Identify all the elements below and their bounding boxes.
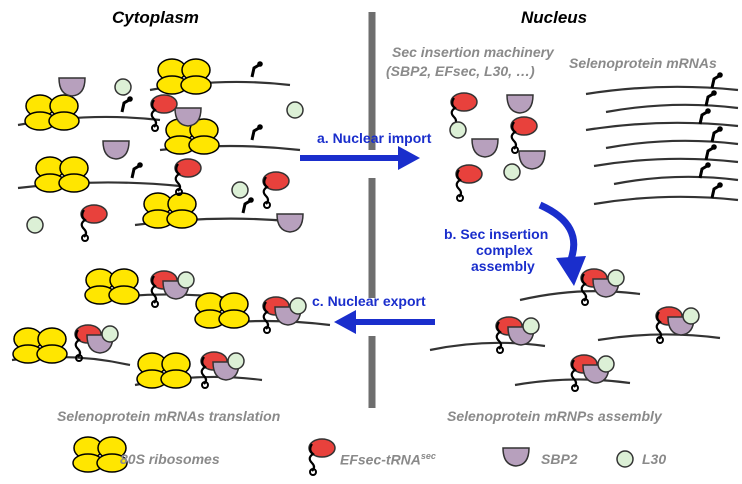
cytoplasm-header: Cytoplasm — [112, 8, 199, 27]
sbp2-protein — [506, 94, 534, 114]
l30-protein — [503, 163, 521, 181]
l30-protein — [231, 181, 249, 199]
sbp2-protein — [518, 150, 546, 170]
l30-protein — [114, 78, 132, 96]
secis-hairpin — [710, 126, 723, 143]
ribosome — [34, 156, 90, 193]
efsec-trna-complex — [570, 354, 598, 392]
nuclear-export-arrow — [334, 310, 435, 334]
mrna-strand — [597, 333, 721, 342]
secis-hairpin — [120, 96, 133, 113]
efsec-trna-complex — [455, 164, 483, 202]
translation-label: Selenoprotein mRNAs translation — [57, 408, 281, 424]
legend-ribosomes-label: 80S ribosomes — [120, 451, 220, 467]
mrna-strand — [585, 121, 739, 132]
legend-sbp2-icon — [502, 447, 530, 467]
mrna-strand — [429, 341, 546, 352]
efsec-trna-complex — [150, 94, 178, 132]
secis-hairpin — [698, 108, 711, 125]
legend-efsec-icon — [308, 438, 336, 476]
efsec-trna-complex — [450, 92, 478, 130]
nuclear-import-label: a. Nuclear import — [317, 130, 432, 146]
mrna-strand — [605, 139, 739, 150]
mrnp-assembly-label: Selenoprotein mRNPs assembly — [447, 408, 662, 424]
l30-protein — [682, 307, 700, 325]
l30-protein — [101, 325, 119, 343]
ribosome — [12, 327, 68, 364]
sbp2-protein — [174, 107, 202, 127]
legend-efsec-superscript: sec — [420, 451, 436, 461]
l30-protein — [289, 297, 307, 315]
l30-protein — [522, 317, 540, 335]
l30-protein — [26, 216, 44, 234]
secis-hairpin — [130, 162, 143, 179]
complex-step-label: complex — [476, 242, 533, 258]
mrna-strand — [593, 195, 739, 206]
sec-machinery-label: Sec insertion machinery — [392, 44, 554, 60]
mrna-strand — [605, 103, 739, 114]
secis-hairpin — [241, 197, 254, 214]
l30-protein — [597, 355, 615, 373]
mrna-strand — [519, 290, 641, 302]
secis-hairpin — [698, 162, 711, 179]
legend-efsec-label: EFsec-tRNAsec — [340, 451, 436, 468]
nuclear-export-label: c. Nuclear export — [312, 293, 426, 309]
nuclear-import-arrow — [300, 146, 420, 170]
mrna-strand — [613, 175, 739, 186]
secis-hairpin — [710, 182, 723, 199]
efsec-trna-complex — [80, 204, 108, 242]
legend-efsec-text: EFsec-tRNA — [340, 451, 421, 468]
secis-hairpin — [704, 144, 717, 161]
l30-protein — [177, 271, 195, 289]
mrna-strand — [514, 378, 631, 387]
l30-protein — [449, 121, 467, 139]
sbp2-protein — [102, 140, 130, 160]
ribosome — [84, 268, 140, 305]
secis-hairpin — [250, 61, 263, 78]
l30-protein — [227, 352, 245, 370]
sec-insertion-step-label: b. Sec insertion — [444, 226, 549, 242]
ribosome — [194, 292, 250, 329]
secis-hairpin — [710, 72, 723, 89]
sbp2-protein — [58, 77, 86, 97]
ribosome — [142, 192, 198, 229]
ribosome — [136, 352, 192, 389]
efsec-trna-complex — [262, 171, 290, 209]
sec-machinery-components: (SBP2, EFsec, L30, …) — [386, 63, 535, 79]
legend-l30-icon — [616, 450, 634, 468]
selenoprotein-mrnas-label: Selenoprotein mRNAs — [569, 55, 717, 71]
sbp2-protein — [276, 213, 304, 233]
l30-protein — [607, 269, 625, 287]
mrna-strand — [585, 85, 739, 96]
nucleus-header: Nucleus — [521, 8, 588, 27]
complex-assembly-arrow — [538, 201, 586, 286]
legend-l30-label: L30 — [642, 451, 667, 467]
ribosome — [24, 94, 80, 131]
molecules-layer — [11, 58, 739, 476]
sbp2-protein — [471, 138, 499, 158]
assembly-step-label: assembly — [471, 258, 535, 274]
efsec-trna-complex — [510, 116, 538, 154]
efsec-trna-complex — [174, 158, 202, 196]
secis-hairpin — [250, 124, 263, 141]
ribosome — [156, 58, 212, 95]
legend-ribosome-icon — [72, 436, 128, 473]
mrna-strand — [593, 157, 739, 168]
l30-protein — [286, 101, 304, 119]
legend-sbp2-label: SBP2 — [541, 451, 578, 467]
secis-hairpin — [704, 90, 717, 107]
